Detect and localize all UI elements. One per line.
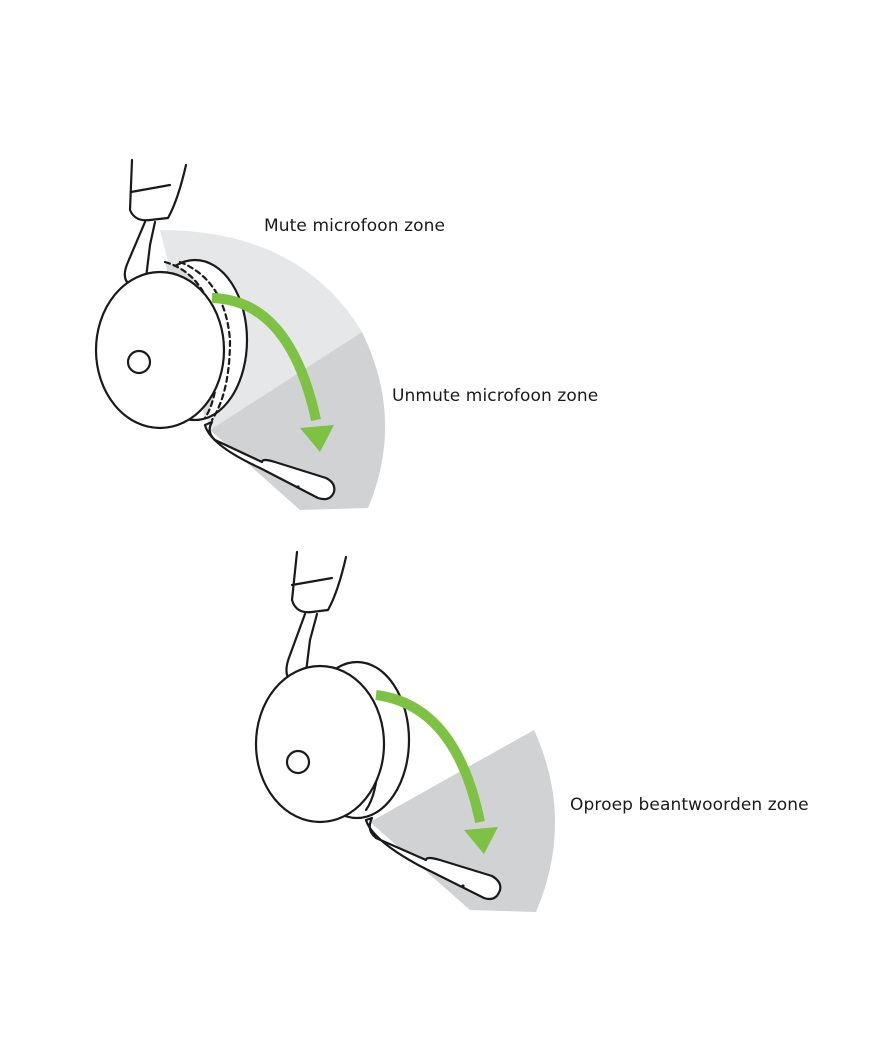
answer-zone-region bbox=[370, 730, 556, 912]
mute-zone-label: Mute microfoon zone bbox=[264, 216, 446, 236]
answer-zone-label: Oproep beantwoorden zone bbox=[570, 795, 809, 815]
bottom-rotate-arrow bbox=[375, 690, 498, 854]
top-rotate-arrow bbox=[211, 293, 334, 452]
unmute-zone-label: Unmute microfoon zone bbox=[392, 386, 599, 406]
top-diagram bbox=[94, 158, 386, 510]
headset-icon bbox=[94, 158, 336, 501]
bottom-diagram bbox=[254, 550, 556, 912]
